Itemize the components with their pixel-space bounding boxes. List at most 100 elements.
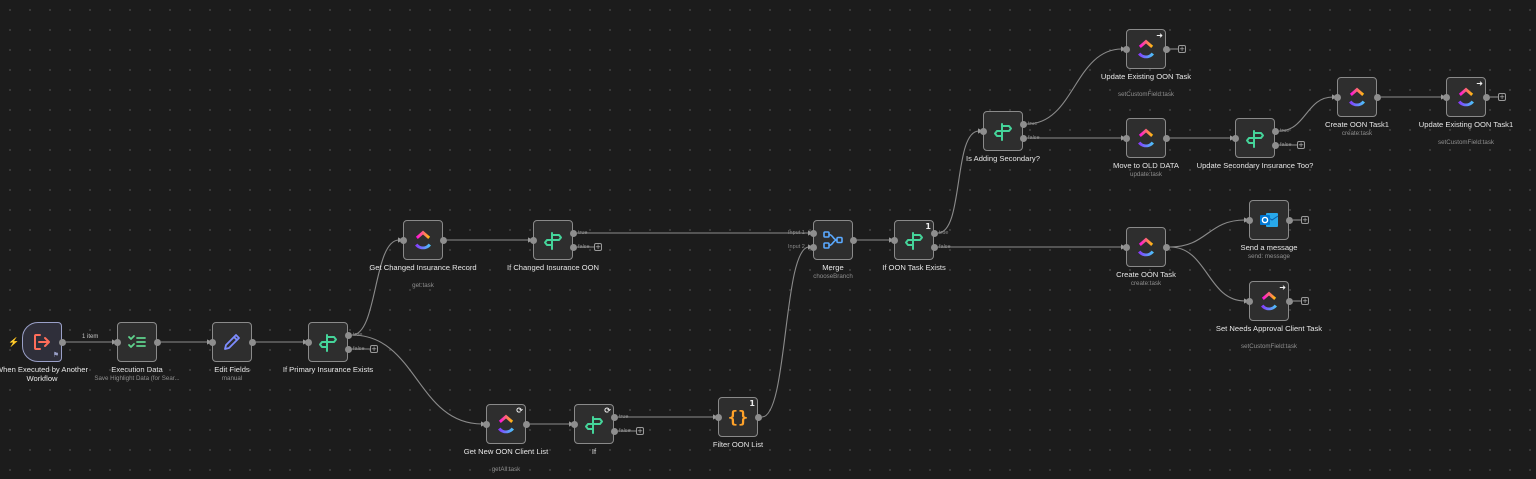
output-port-false[interactable] xyxy=(610,427,618,435)
node-trigger[interactable]: ⚑ xyxy=(22,322,62,362)
node-set_needs[interactable]: ➜ xyxy=(1249,281,1289,321)
connection-is_adding-update_existing[interactable] xyxy=(1026,48,1123,125)
node-exec[interactable] xyxy=(117,322,157,362)
output-port-false[interactable] xyxy=(1271,141,1279,149)
output-port-main[interactable] xyxy=(522,420,530,428)
exit-icon xyxy=(30,330,54,354)
node-move_old[interactable] xyxy=(1126,118,1166,158)
output-port-false[interactable] xyxy=(1019,134,1027,142)
output-port-main[interactable] xyxy=(439,236,447,244)
add-node-button-update_existing[interactable]: + xyxy=(1178,45,1186,53)
input-port[interactable] xyxy=(113,338,121,346)
output-port-true[interactable] xyxy=(930,229,938,237)
connection-if_oon-is_adding[interactable] xyxy=(937,130,980,234)
input-port[interactable] xyxy=(1245,216,1253,224)
node-update_existing[interactable]: ➜ xyxy=(1126,29,1166,69)
node-filter[interactable]: {}1 xyxy=(718,397,758,437)
connection-if_primary-get_new[interactable] xyxy=(351,334,483,425)
input-port[interactable] xyxy=(809,243,817,251)
node-edit[interactable] xyxy=(212,322,252,362)
input-port[interactable] xyxy=(714,413,722,421)
input-port[interactable] xyxy=(1333,93,1341,101)
input-port[interactable] xyxy=(979,127,987,135)
output-port-false[interactable] xyxy=(930,243,938,251)
clickup-icon xyxy=(1345,85,1369,109)
output-port-main[interactable] xyxy=(58,338,66,346)
input-port[interactable] xyxy=(482,420,490,428)
node-if_primary[interactable] xyxy=(308,322,348,362)
add-node-button-if_primary[interactable]: + xyxy=(370,345,378,353)
output-port-true[interactable] xyxy=(1019,120,1027,128)
add-node-button-if_plain[interactable]: + xyxy=(636,427,644,435)
port-label-false: false xyxy=(939,244,951,250)
clickup-icon xyxy=(1134,235,1158,259)
connection-create_oon-send_msg[interactable] xyxy=(1169,219,1246,248)
connection-update_secondary-create_oon1[interactable] xyxy=(1278,96,1334,132)
node-create_oon[interactable] xyxy=(1126,227,1166,267)
output-port-main[interactable] xyxy=(1482,93,1490,101)
node-merge[interactable] xyxy=(813,220,853,260)
node-title: If Primary Insurance Exists xyxy=(282,365,374,374)
output-port-true[interactable] xyxy=(1271,127,1279,135)
input-port[interactable] xyxy=(1231,134,1239,142)
input-port[interactable] xyxy=(399,236,407,244)
node-send_msg[interactable] xyxy=(1249,200,1289,240)
output-port-main[interactable] xyxy=(1162,45,1170,53)
node-create_oon1[interactable] xyxy=(1337,77,1377,117)
add-node-button-if_changed[interactable]: + xyxy=(594,243,602,251)
arrow-badge-icon: ➜ xyxy=(1156,31,1163,40)
node-subtitle: manual xyxy=(221,375,243,382)
input-port[interactable] xyxy=(570,420,578,428)
node-title: Move to OLD DATA xyxy=(1113,161,1179,170)
connection-filter-merge[interactable] xyxy=(761,246,810,418)
add-node-button-update_secondary[interactable]: + xyxy=(1297,141,1305,149)
output-port-false[interactable] xyxy=(569,243,577,251)
node-get_changed[interactable] xyxy=(403,220,443,260)
output-port-true[interactable] xyxy=(569,229,577,237)
input-port[interactable] xyxy=(1122,243,1130,251)
connection-if_primary-get_changed[interactable] xyxy=(351,239,400,336)
output-port-main[interactable] xyxy=(1162,243,1170,251)
add-node-button-update_existing1[interactable]: + xyxy=(1498,93,1506,101)
node-title: Send a message xyxy=(1240,243,1298,252)
signpost-icon xyxy=(1243,126,1267,150)
input-port[interactable] xyxy=(1122,134,1130,142)
node-update_existing1[interactable]: ➜ xyxy=(1446,77,1486,117)
output-port-main[interactable] xyxy=(248,338,256,346)
node-if_changed[interactable] xyxy=(533,220,573,260)
add-node-button-send_msg[interactable]: + xyxy=(1301,216,1309,224)
output-port-main[interactable] xyxy=(1373,93,1381,101)
node-if_oon[interactable]: 1 xyxy=(894,220,934,260)
input-port[interactable] xyxy=(890,236,898,244)
output-port-main[interactable] xyxy=(153,338,161,346)
node-update_secondary[interactable] xyxy=(1235,118,1275,158)
node-if_plain[interactable]: ⟳ xyxy=(574,404,614,444)
connection-create_oon-set_needs[interactable] xyxy=(1169,246,1246,302)
output-port-main[interactable] xyxy=(754,413,762,421)
output-port-true[interactable] xyxy=(610,413,618,421)
node-get_new[interactable]: ⟳ xyxy=(486,404,526,444)
input-port[interactable] xyxy=(1122,45,1130,53)
add-node-button-set_needs[interactable]: + xyxy=(1301,297,1309,305)
node-title: Edit Fields xyxy=(214,365,250,374)
input-port[interactable] xyxy=(1245,297,1253,305)
node-title: If xyxy=(591,447,597,456)
output-port-main[interactable] xyxy=(1285,216,1293,224)
loop-badge-icon: ⟳ xyxy=(516,406,523,415)
output-port-false[interactable] xyxy=(344,345,352,353)
node-title: Is Adding Secondary? xyxy=(966,154,1040,163)
input-port[interactable] xyxy=(1442,93,1450,101)
output-port-true[interactable] xyxy=(344,331,352,339)
output-port-main[interactable] xyxy=(849,236,857,244)
output-port-main[interactable] xyxy=(1162,134,1170,142)
pinned-run-badge: 1 xyxy=(925,222,931,231)
input-port[interactable] xyxy=(304,338,312,346)
node-title: If Changed Insurance OON xyxy=(506,263,600,272)
port-label-true: true xyxy=(1280,128,1290,134)
output-port-main[interactable] xyxy=(1285,297,1293,305)
input-port[interactable] xyxy=(529,236,537,244)
input-port[interactable] xyxy=(208,338,216,346)
node-is_adding[interactable] xyxy=(983,111,1023,151)
input-port[interactable] xyxy=(809,229,817,237)
